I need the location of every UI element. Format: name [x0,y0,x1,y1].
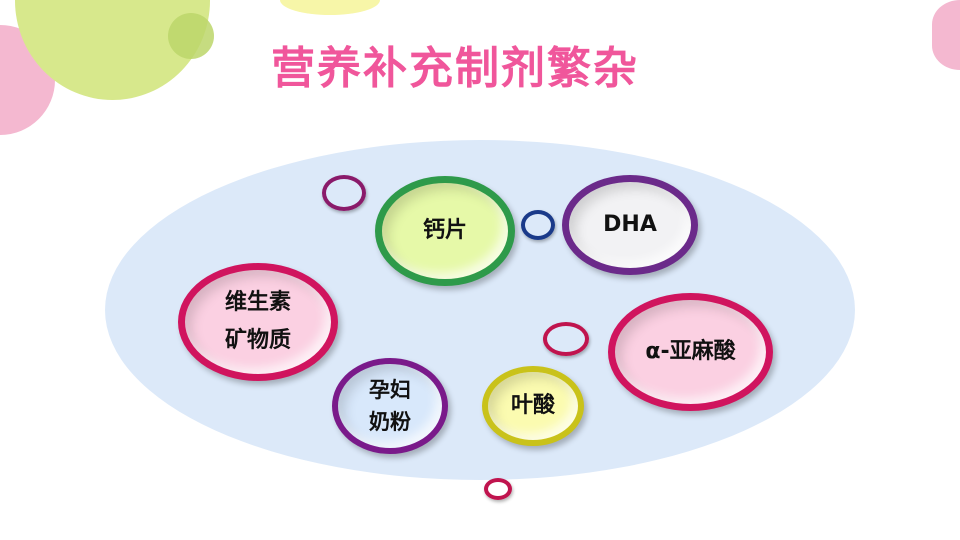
bubble-label: 矿物质 [224,328,291,353]
ring-navy [521,210,555,240]
ring-crimson [543,322,589,356]
bubble-label: DHA [603,212,657,237]
bubble-label: 孕妇 [369,378,411,402]
ring-purple [322,175,366,211]
bubble-label: α-亚麻酸 [645,339,736,364]
bubble-label: 奶粉 [369,410,411,434]
bubble-calcium: 钙片 [375,176,515,286]
slide-title: 营养补充制剂繁杂 [271,43,639,94]
bubble-label: 维生素 [224,290,291,315]
decor-circle-yellow [280,0,380,15]
bubble-folic-acid: 叶酸 [482,366,584,446]
bubble-label: 钙片 [422,218,467,243]
bubble-dha: DHA [562,175,698,275]
decor-circle-green-small [168,13,214,59]
decor-circle-pink-right [932,0,960,70]
bubble-label: 叶酸 [510,393,555,418]
bubble-maternal-milk: 孕妇奶粉 [332,358,448,454]
bubble-vitamin-mineral: 维生素矿物质 [178,263,338,381]
ring-crimson-small [484,478,512,500]
bubble-alpha-linolenic: α-亚麻酸 [608,293,773,411]
